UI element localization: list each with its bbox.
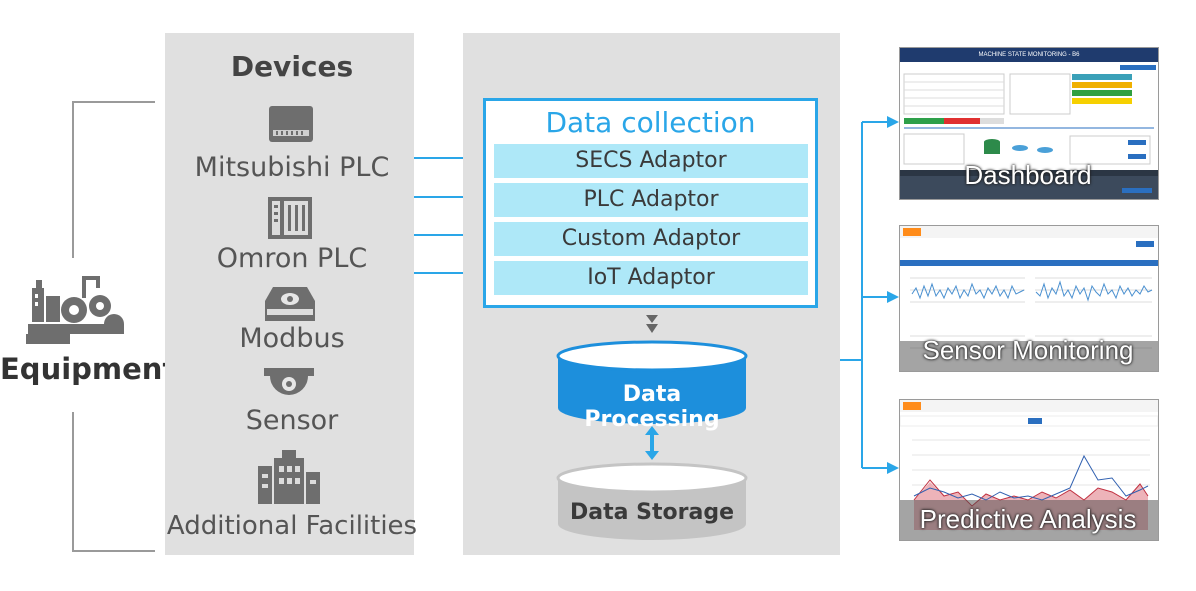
predictive-analysis-label: Predictive Analysis [919, 504, 1137, 534]
custom-adaptor: Custom Adaptor [494, 222, 808, 256]
data-collection-title: Data collection [545, 106, 756, 139]
data-storage-label: Data Storage [570, 500, 734, 525]
device-label-modbus: Modbus [239, 323, 345, 354]
factory-equipment-icon [22, 268, 132, 346]
camera-sensor-icon [262, 366, 316, 407]
device-label-mitsubishi: Mitsubishi PLC [194, 152, 390, 183]
bidirectional-arrow-icon [644, 426, 660, 465]
dashboard-header: MACHINE STATE MONITORING - B6 [900, 48, 1158, 62]
devices-title: Devices [230, 50, 354, 83]
facility-building-icon [256, 448, 322, 511]
sensor-monitoring-screenshot [899, 225, 1159, 372]
predictive-analysis-preview [900, 400, 1158, 540]
data-processing-cylinder [556, 340, 748, 431]
iot-adaptor: IoT Adaptor [494, 261, 808, 295]
secs-adaptor: SECS Adaptor [494, 144, 808, 178]
data-processing-label: Data Processing [584, 382, 720, 432]
plc-box-icon [267, 104, 315, 149]
sensor-monitoring-preview [900, 226, 1158, 371]
modbus-device-icon [263, 285, 317, 328]
dashboard-preview [900, 65, 1158, 199]
sensor-monitoring-label: Sensor Monitoring [922, 335, 1134, 365]
device-label-additional: Additional Facilities [166, 511, 418, 541]
dashboard-label: Dashboard [964, 160, 1092, 190]
dashboard-screenshot: MACHINE STATE MONITORING - B6 [899, 47, 1159, 200]
equipment-label: Equipment [0, 352, 177, 386]
device-label-sensor: Sensor [245, 405, 339, 436]
plc-adaptor: PLC Adaptor [494, 183, 808, 217]
data-storage-cylinder [556, 462, 748, 547]
omron-module-icon [266, 195, 314, 246]
device-label-omron: Omron PLC [216, 243, 368, 274]
down-arrow-icon [644, 313, 660, 340]
predictive-analysis-screenshot [899, 399, 1159, 541]
